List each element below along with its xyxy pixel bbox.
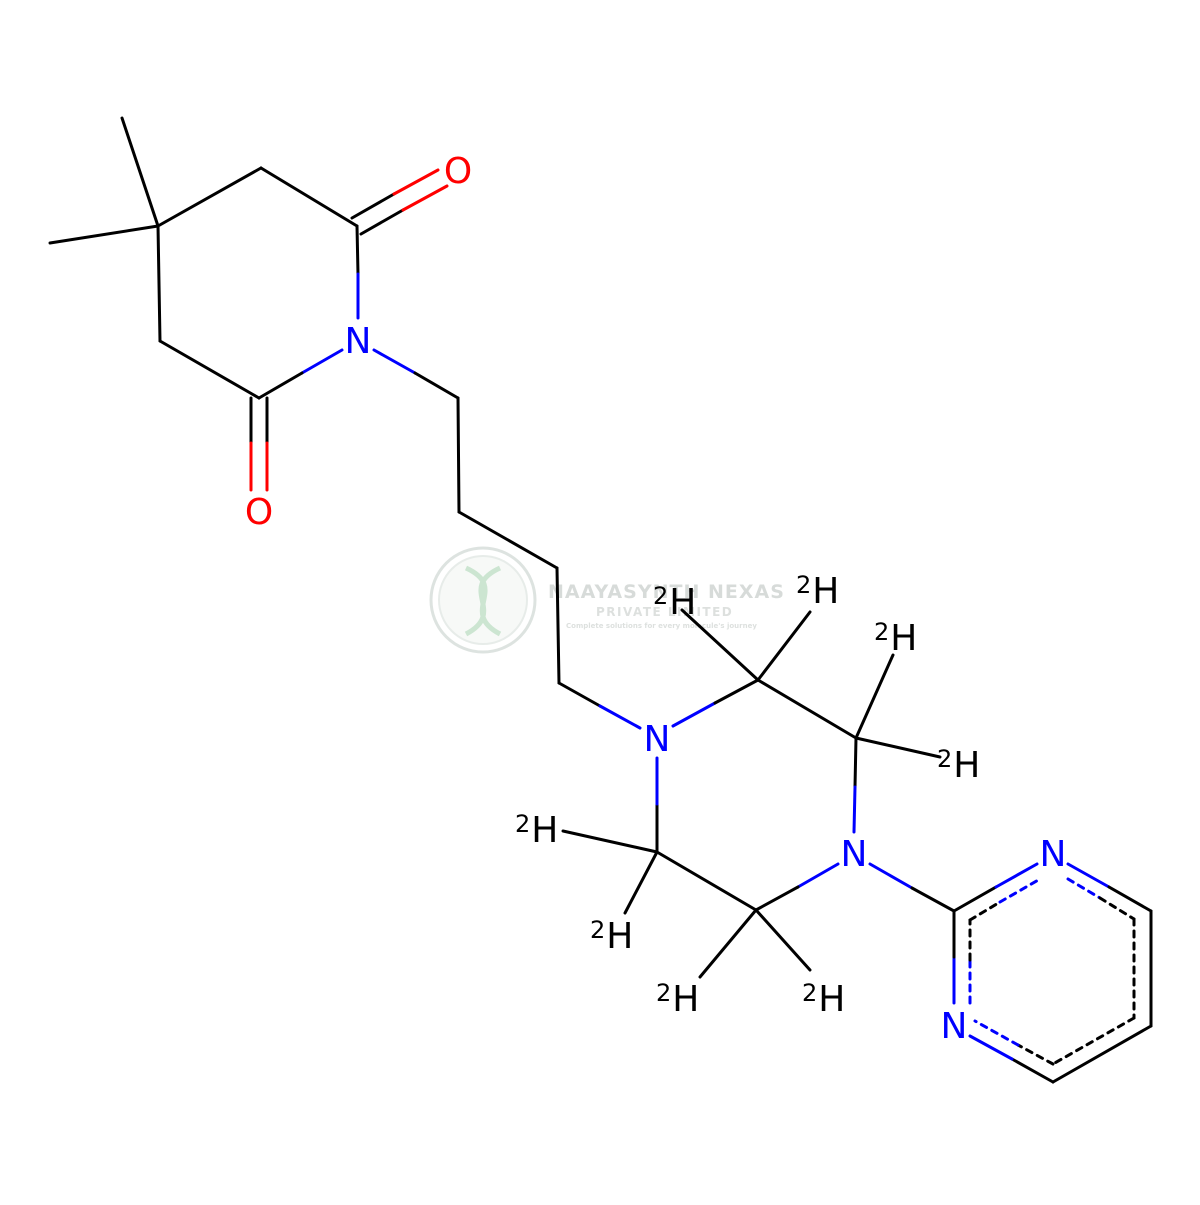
bond-ring — [852, 785, 857, 834]
bond-chain — [457, 510, 559, 570]
bond-ring — [355, 224, 360, 276]
nitrogen-label: N — [644, 719, 671, 760]
bond-ring — [671, 701, 717, 728]
bond-carbonyl — [401, 184, 449, 212]
deuterium-label: 2H — [656, 979, 699, 1020]
bond-deuterium — [698, 908, 758, 979]
watermark: NAAYASYNTH NEXAS PRIVATE LIMITED Complet… — [429, 546, 785, 654]
bond-aryl — [868, 862, 914, 890]
nitrogen-label: N — [1040, 834, 1067, 875]
deuterium-label: 2H — [874, 618, 917, 659]
watermark-logo-disc — [438, 555, 528, 645]
watermark-tagline: Complete solutions for every molecule's … — [566, 622, 757, 630]
bond-aromatic — [968, 1034, 1014, 1061]
deuterium-label: 2H — [590, 916, 633, 957]
bond-deuterium — [680, 608, 760, 682]
deuterium-label: 2H — [653, 582, 696, 623]
deuterium-label: 2H — [796, 571, 839, 612]
bond-methyl-top — [120, 116, 160, 228]
bond-ring — [156, 166, 263, 228]
atom-labels: O O N N N N N — [245, 151, 1067, 1047]
bond-aromatic-dashed — [973, 1019, 1020, 1047]
watermark-helix-icon — [464, 565, 502, 637]
bond-aromatic — [952, 885, 998, 913]
bond-deuterium — [561, 829, 659, 854]
bond-aromatic — [994, 862, 1039, 889]
bond-aryl — [910, 886, 956, 913]
bond-ring — [796, 862, 840, 889]
watermark-subtitle: PRIVATE LIMITED — [596, 605, 733, 619]
bonds — [48, 116, 1153, 1084]
bond-aromatic-dashed — [1066, 877, 1102, 900]
bond-deuterium — [854, 653, 895, 740]
bond-chain — [456, 396, 461, 514]
bond-ring — [300, 348, 344, 375]
bond-chain — [557, 681, 602, 708]
bond-aromatic-dashed — [1098, 896, 1136, 921]
bond-aromatic — [1010, 1057, 1055, 1084]
nitrogen-label: N — [345, 321, 372, 362]
deuterium-label: 2H — [937, 745, 980, 786]
bond-ring — [756, 678, 858, 740]
bond-carbonyl — [350, 192, 396, 220]
bond-deuterium — [754, 908, 812, 972]
deuterium-label: 2H — [802, 979, 845, 1020]
bond-aromatic-dashed — [1016, 1043, 1055, 1066]
bond-chain — [555, 566, 561, 685]
bond-ring — [158, 339, 261, 400]
oxygen-label: O — [245, 492, 273, 533]
bond-ring — [713, 678, 760, 705]
bond-ring — [853, 736, 858, 789]
bond-chain — [413, 371, 460, 400]
bond-aromatic-dashed — [1051, 1016, 1136, 1066]
bond-deuterium — [854, 736, 942, 759]
bond-deuterium — [623, 850, 659, 915]
bond-aromatic — [1066, 862, 1111, 889]
bond-ring — [259, 166, 359, 228]
bond-ring — [257, 371, 304, 400]
bond-ring — [754, 885, 800, 912]
watermark-company: NAAYASYNTH NEXAS — [548, 581, 785, 603]
bond-deuterium — [756, 610, 812, 682]
bond-aromatic — [1107, 885, 1153, 913]
bond-carbonyl — [392, 168, 440, 196]
bond-aromatic-dashed — [968, 900, 1002, 922]
deuterium-label: 2H — [515, 810, 558, 851]
bond-aromatic-dashed — [998, 877, 1042, 904]
bond-ring — [156, 224, 162, 343]
bond-ring — [655, 850, 758, 912]
nitrogen-label: N — [941, 1006, 968, 1047]
bond-methyl-left — [48, 224, 160, 245]
bond-chain — [598, 704, 642, 730]
bond-carbonyl — [359, 208, 405, 236]
oxygen-label: O — [444, 151, 472, 192]
watermark-logo-ring — [429, 546, 537, 654]
bond-aromatic — [1051, 1024, 1153, 1084]
deuterium-labels: 2H 2H 2H 2H 2H 2H 2H 2H — [515, 571, 980, 1020]
bond-chain — [372, 348, 417, 375]
nitrogen-label: N — [841, 834, 868, 875]
